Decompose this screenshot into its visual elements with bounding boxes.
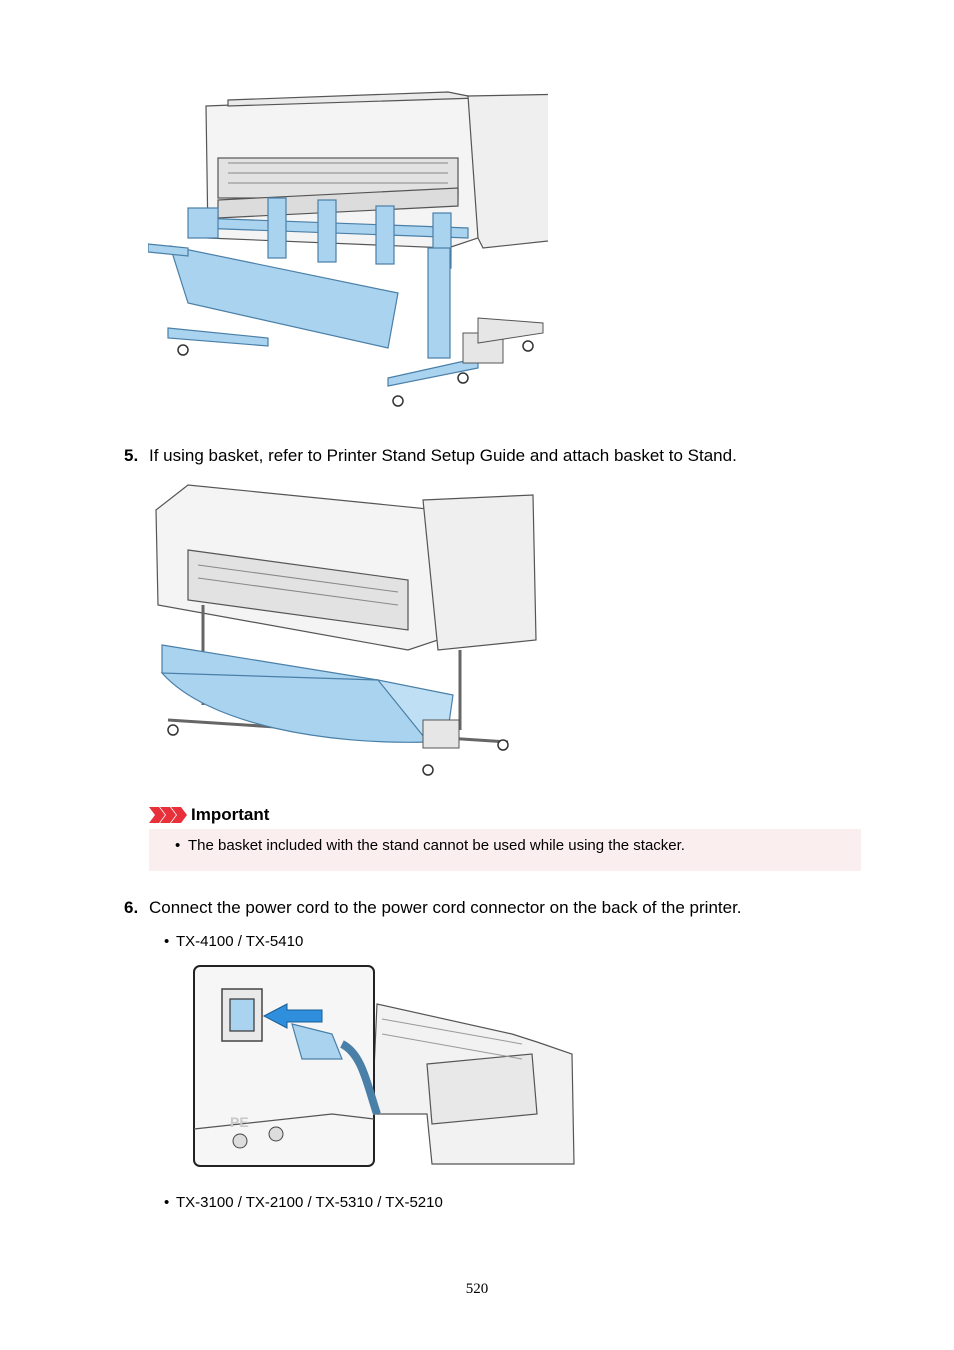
step-6: 6. Connect the power cord to the power co… — [124, 897, 742, 919]
important-label: Important — [191, 805, 270, 824]
printer-basket-figure — [155, 484, 537, 776]
step-text: If using basket, refer to Printer Stand … — [149, 446, 737, 465]
step-number: 6. — [124, 898, 139, 917]
model-label-2: TX-3100 / TX-2100 / TX-5310 / TX-5210 — [164, 1193, 443, 1213]
printer-stacker-figure — [148, 91, 548, 407]
step-text: Connect the power cord to the power cord… — [149, 898, 742, 917]
pe-label: PE — [230, 1114, 249, 1130]
important-heading: Important — [149, 803, 269, 827]
page-number: 520 — [465, 1281, 489, 1297]
model-label-1: TX-4100 / TX-5410 — [164, 932, 303, 952]
step-number: 5. — [124, 446, 139, 465]
important-box: The basket included with the stand canno… — [149, 829, 861, 871]
step-5: 5. If using basket, refer to Printer Stan… — [124, 445, 737, 467]
important-arrows-icon — [149, 807, 187, 823]
important-item: The basket included with the stand canno… — [175, 836, 685, 856]
power-connector-figure: PE — [193, 965, 575, 1167]
